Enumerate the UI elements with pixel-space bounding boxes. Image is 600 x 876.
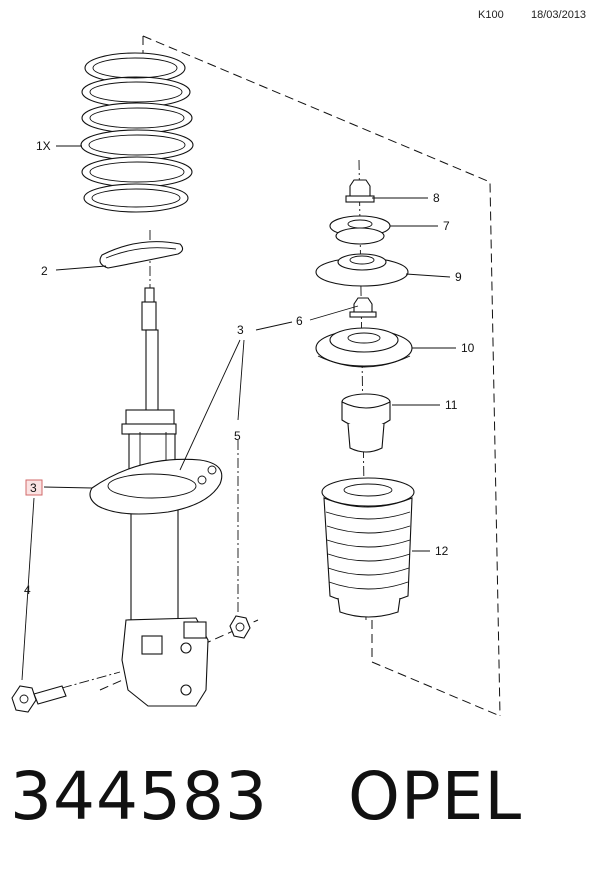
diagram-code: K100 (478, 9, 504, 21)
exploded-view-diagram: 1X 2 3 3 4 5 6 7 8 9 10 11 12 (11, 35, 501, 717)
callout-4: 4 (24, 583, 31, 597)
footer-caption: 344583 OPEL (10, 758, 522, 835)
coil-spring (80, 52, 194, 213)
washer (329, 215, 391, 245)
strut-bearing (315, 327, 413, 368)
strut-nut (349, 297, 377, 318)
bump-stop (341, 393, 391, 453)
top-mount (315, 253, 409, 287)
top-nut (345, 179, 375, 203)
axis-lines (61, 159, 367, 689)
highlight-box (25, 479, 43, 496)
callout-11: 11 (445, 398, 458, 412)
callout-9: 9 (455, 270, 462, 284)
callout-12: 12 (435, 544, 449, 558)
brand-name: OPEL (347, 758, 523, 835)
callout-3-highlighted[interactable]: 3 (30, 481, 37, 495)
spring-pad (99, 241, 184, 269)
dust-boot (321, 477, 415, 618)
callout-5: 5 (234, 429, 241, 443)
diagram-date: 18/03/2013 (531, 9, 587, 21)
spring-seat (89, 458, 223, 515)
callout-8: 8 (433, 191, 440, 205)
part-number: 344583 (10, 758, 268, 835)
callout-3: 3 (237, 323, 244, 337)
callout-10: 10 (461, 341, 475, 355)
mounting-bolt (11, 685, 67, 713)
leader-lines (21, 145, 456, 681)
callout-2: 2 (41, 264, 48, 278)
callout-7: 7 (443, 219, 450, 233)
hex-nut (229, 615, 251, 639)
part-callouts: 1X 2 3 3 4 5 6 7 8 9 10 11 12 (24, 139, 475, 597)
callout-1x: 1X (36, 139, 51, 153)
callout-6: 6 (296, 314, 303, 328)
